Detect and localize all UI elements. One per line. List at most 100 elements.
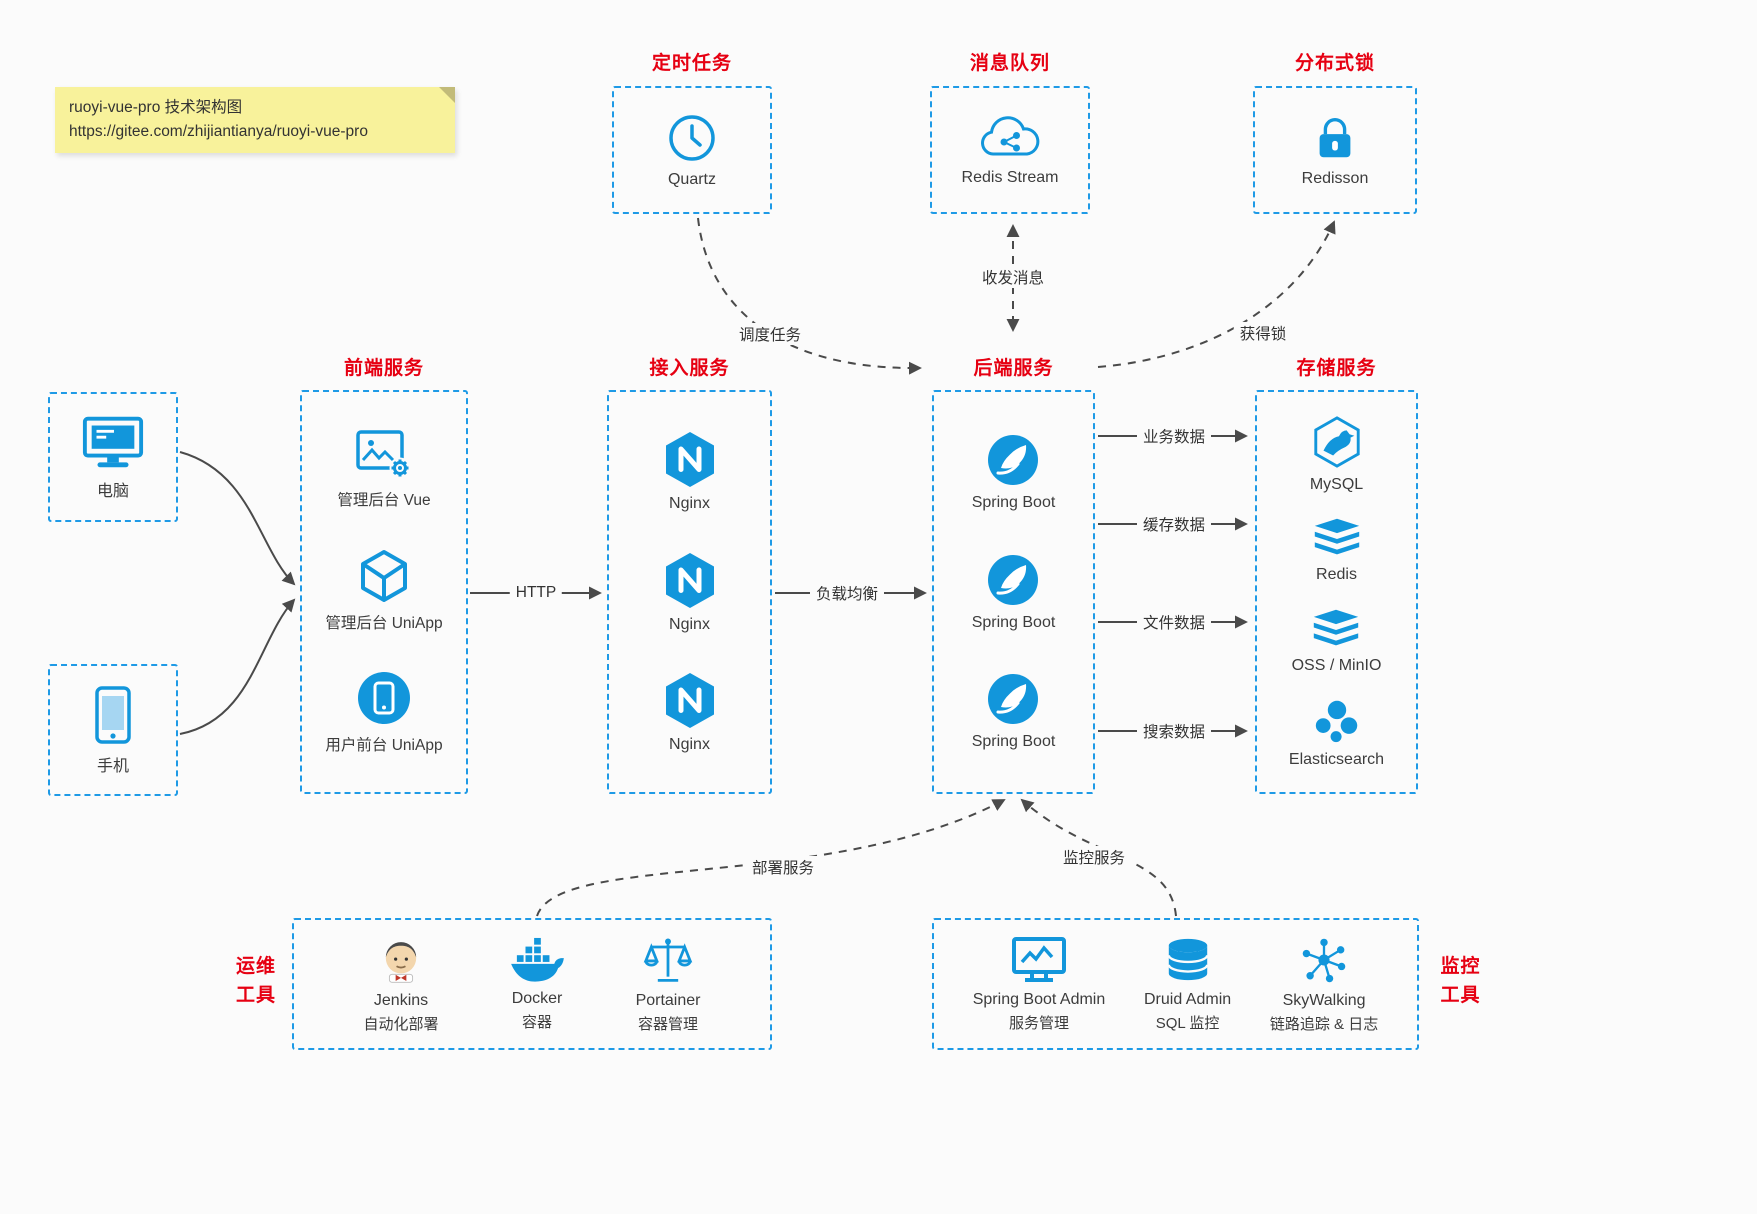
quartz-label: Quartz bbox=[667, 170, 716, 188]
mysql-dolphin-hexagon-icon bbox=[1310, 415, 1364, 469]
admin-vue-label: 管理后台 Vue bbox=[337, 492, 431, 510]
docker-desc: 容器 bbox=[522, 1013, 553, 1031]
note-fold-corner bbox=[439, 87, 455, 103]
edge-label-http: HTTP bbox=[509, 584, 563, 602]
phone-client-box: 手机 bbox=[48, 664, 178, 796]
skywalking-label: SkyWalking bbox=[1282, 991, 1366, 1009]
edge-label-monitor-service: 监控服务 bbox=[1056, 846, 1132, 868]
cube-box-icon bbox=[356, 548, 412, 604]
ops-tools-box: Jenkins 自动化部署 Docker 容器 bbox=[292, 918, 772, 1050]
docker-label: Docker bbox=[511, 989, 563, 1007]
edge-label-cache-data: 缓存数据 bbox=[1136, 513, 1212, 535]
spring-leaf-icon bbox=[986, 672, 1040, 726]
portainer-label: Portainer bbox=[635, 991, 701, 1009]
spring-boot-label: Spring Boot bbox=[971, 493, 1056, 511]
elasticsearch-label: Elasticsearch bbox=[1288, 750, 1385, 768]
distributed-lock-title: 分布式锁 bbox=[1294, 53, 1375, 74]
message-queue-title: 消息队列 bbox=[969, 53, 1050, 74]
edge-schedule-task bbox=[697, 217, 922, 375]
redis-stream-label: Redis Stream bbox=[961, 168, 1059, 186]
spring-boot-node: Spring Boot bbox=[972, 553, 1055, 632]
storage-box: MySQL Redis bbox=[1255, 390, 1418, 794]
edge-label-load-balance: 负载均衡 bbox=[809, 582, 885, 604]
pc-node: 电脑 bbox=[81, 414, 145, 501]
smartphone-icon bbox=[93, 685, 133, 745]
pc-label: 电脑 bbox=[96, 482, 129, 500]
nginx-icon bbox=[663, 551, 717, 609]
jenkins-desc: 自动化部署 bbox=[363, 1015, 439, 1033]
admin-vue-node: 管理后台 Vue bbox=[337, 429, 431, 510]
druid-admin-label: Druid Admin bbox=[1144, 990, 1232, 1008]
edge-pc-frontend bbox=[179, 451, 296, 586]
redisson-label: Redisson bbox=[1301, 169, 1369, 187]
phone-node: 手机 bbox=[93, 685, 133, 776]
redis-stream-node: Redis Stream bbox=[961, 114, 1059, 187]
druid-admin-node: Druid Admin SQL 监控 bbox=[1144, 936, 1231, 1033]
redis-stack-icon bbox=[1309, 517, 1365, 559]
clock-icon bbox=[666, 112, 718, 164]
nginx-icon bbox=[663, 671, 717, 729]
redis-node: Redis bbox=[1309, 517, 1365, 584]
portainer-desc: 容器管理 bbox=[638, 1015, 699, 1033]
storage-title: 存储服务 bbox=[1296, 358, 1377, 379]
spring-leaf-icon bbox=[986, 433, 1040, 487]
pc-client-box: 电脑 bbox=[48, 392, 178, 522]
redisson-node: Redisson bbox=[1301, 113, 1369, 188]
oss-minio-node: OSS / MinIO bbox=[1292, 608, 1381, 675]
jenkins-butler-icon bbox=[378, 935, 424, 985]
admin-uniapp-label: 管理后台 UniApp bbox=[325, 614, 443, 632]
nginx-label: Nginx bbox=[669, 494, 710, 512]
docker-node: Docker 容器 bbox=[508, 937, 566, 1032]
monitor-chart-icon bbox=[1011, 936, 1067, 984]
edge-label-business-data: 业务数据 bbox=[1136, 425, 1212, 447]
druid-admin-desc: SQL 监控 bbox=[1155, 1014, 1220, 1032]
nginx-label: Nginx bbox=[669, 615, 710, 633]
elasticsearch-node: Elasticsearch bbox=[1289, 698, 1384, 769]
lock-icon bbox=[1310, 113, 1360, 163]
edge-label-send-receive: 收发消息 bbox=[975, 266, 1051, 288]
mysql-node: MySQL bbox=[1310, 415, 1364, 494]
spring-boot-admin-node: Spring Boot Admin 服务管理 bbox=[972, 936, 1106, 1033]
jenkins-node: Jenkins 自动化部署 bbox=[364, 935, 439, 1034]
spring-leaf-icon bbox=[986, 553, 1040, 607]
skywalking-node: SkyWalking 链路追踪 & 日志 bbox=[1270, 935, 1378, 1034]
scheduled-tasks-title: 定时任务 bbox=[651, 53, 732, 74]
redis-label: Redis bbox=[1316, 566, 1357, 584]
nginx-node: Nginx bbox=[663, 551, 717, 634]
nginx-icon bbox=[663, 430, 717, 488]
database-cylinder-icon bbox=[1164, 936, 1212, 984]
nginx-label: Nginx bbox=[669, 736, 710, 754]
backend-box: Spring Boot Spring Boot Spring Boot bbox=[932, 390, 1095, 794]
nginx-node: Nginx bbox=[663, 671, 717, 754]
message-queue-box: Redis Stream bbox=[930, 86, 1090, 214]
monitoring-tools-box: Spring Boot Admin 服务管理 Druid Admin SQL 监… bbox=[932, 918, 1419, 1050]
frontend-title: 前端服务 bbox=[343, 358, 424, 379]
sticky-note: ruoyi-vue-pro 技术架构图 https://gitee.com/zh… bbox=[55, 87, 455, 153]
edge-phone-frontend bbox=[179, 598, 296, 735]
cloud-network-icon bbox=[977, 114, 1043, 162]
ops-tools-title: 运维 工具 bbox=[235, 956, 276, 1006]
portainer-node: Portainer 容器管理 bbox=[635, 935, 701, 1034]
spring-boot-label: Spring Boot bbox=[971, 733, 1056, 751]
mobile-app-circle-icon bbox=[356, 670, 412, 726]
edge-acquire-lock bbox=[1097, 220, 1336, 368]
admin-uniapp-node: 管理后台 UniApp bbox=[325, 548, 443, 633]
edge-label-deploy-service: 部署服务 bbox=[745, 856, 821, 878]
jenkins-label: Jenkins bbox=[373, 991, 429, 1009]
elasticsearch-cluster-icon bbox=[1311, 698, 1363, 744]
edge-label-search-data: 搜索数据 bbox=[1136, 720, 1212, 742]
admin-window-gear-icon bbox=[355, 429, 413, 481]
gateway-box: Nginx Nginx Nginx bbox=[607, 390, 772, 794]
monitoring-tools-title: 监控 工具 bbox=[1440, 956, 1481, 1006]
backend-title: 后端服务 bbox=[973, 358, 1054, 379]
spring-boot-admin-label: Spring Boot Admin bbox=[972, 990, 1106, 1008]
spring-boot-node: Spring Boot bbox=[971, 672, 1056, 751]
phone-label: 手机 bbox=[96, 757, 129, 775]
edge-label-schedule-task: 调度任务 bbox=[732, 323, 808, 345]
spring-boot-node: Spring Boot bbox=[971, 433, 1056, 512]
edge-label-file-data: 文件数据 bbox=[1136, 611, 1212, 633]
scales-icon bbox=[643, 935, 693, 985]
note-url: https://gitee.com/zhijiantianya/ruoyi-vu… bbox=[69, 123, 368, 141]
